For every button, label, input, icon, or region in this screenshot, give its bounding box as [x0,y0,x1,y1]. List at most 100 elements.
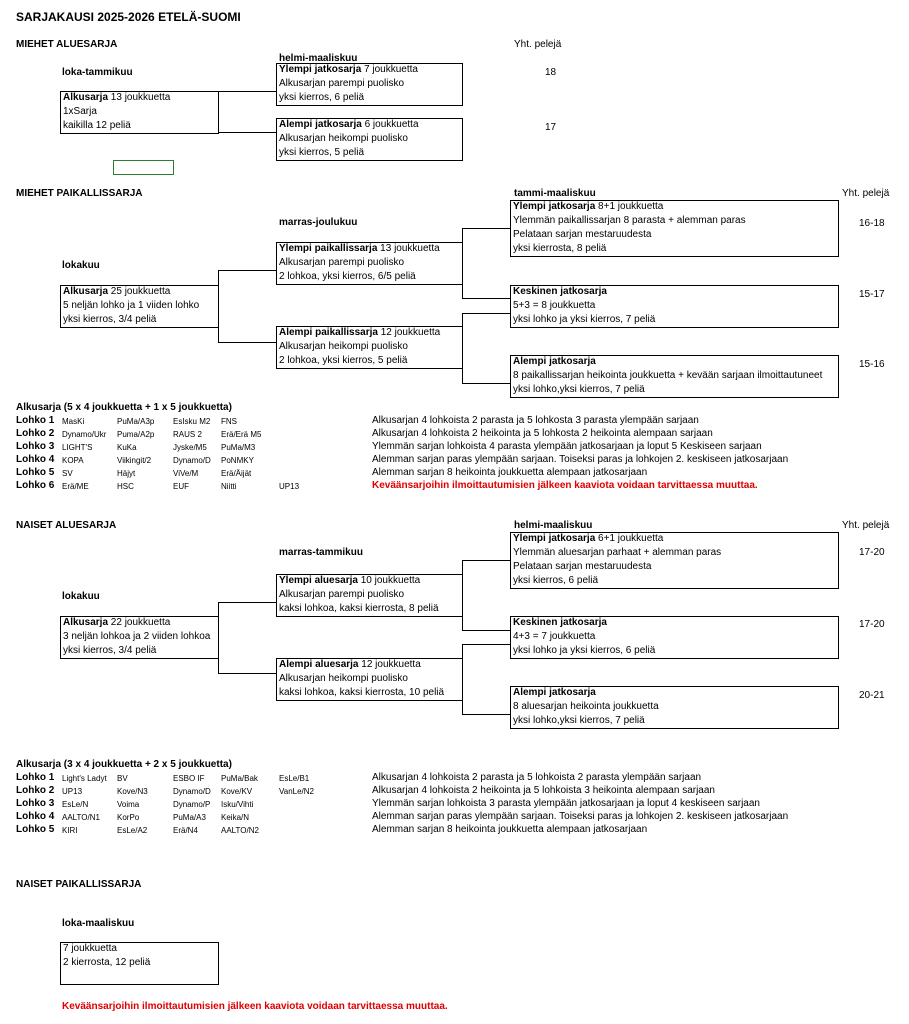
connector-line [462,644,463,715]
ylempi-jatkosarja-box: Ylempi jatkosarja 8+1 joukkuetta Ylemmän… [510,200,839,257]
total-games: 17-20 [859,547,885,558]
team-cell: Keika/N [221,813,250,822]
team-cell: ViVe/M [173,469,199,478]
team-cell: EsLe/N [62,800,89,809]
period-label: marras-tammikuu [279,547,363,558]
team-cell: RAUS 2 [173,430,202,439]
period-label: loka-maaliskuu [62,918,135,929]
connector-line [463,714,510,715]
team-cell: KuKa [117,443,137,452]
team-cell: Häjyt [117,469,136,478]
alkusarja-box: Alkusarja 13 joukkuetta 1xSarja kaikilla… [60,91,219,134]
table-row-note: Alkusarjan 4 lohkoista 2 heikointa ja 5 … [372,428,713,439]
period-label: loka-tammikuu [62,67,133,78]
team-cell: BV [117,774,128,783]
connector-line [463,644,510,645]
alempi-jatkosarja-box: Alempi jatkosarja 6 joukkuetta Alkusarja… [276,118,463,161]
period-label: lokakuu [62,260,100,271]
table-row-note: Ylemmän sarjan lohkoista 3 parasta ylemp… [372,798,760,809]
connector-line [219,342,276,343]
connector-line [463,313,510,314]
ylempi-paikallissarja-box: Ylempi paikallissarja 13 joukkuetta Alku… [276,242,463,285]
alempi-aluesarja-box: Alempi aluesarja 12 joukkuetta Alkusarja… [276,658,463,701]
team-cell: PuMa/A3 [173,813,206,822]
table-row-label: Lohko 4 [16,811,55,822]
connector-line [219,270,276,271]
team-cell: Dynamo/Ukr [62,430,107,439]
section-heading-miehet-aluesarja: MIEHET ALUESARJA [16,39,118,50]
total-games: 17 [545,122,557,133]
section-heading-naiset-paikallissarja: NAISET PAIKALLISSARJA [16,879,142,890]
ylempi-jatkosarja-box: Ylempi jatkosarja 6+1 joukkuetta Ylemmän… [510,532,839,589]
connector-line [218,91,219,133]
team-cell: SV [62,469,73,478]
selected-cell[interactable] [113,160,174,175]
team-cell: Jyske/M5 [173,443,207,452]
period-label: helmi-maaliskuu [279,53,358,64]
table-row-note: Alemman sarjan 8 heikointa joukkuetta al… [372,467,648,478]
team-cell: Dynamo/P [173,800,211,809]
team-cell: Kove/KV [221,787,253,796]
period-label: lokakuu [62,591,100,602]
table-row-label: Lohko 5 [16,824,55,835]
team-cell: LIGHT'S [62,443,93,452]
connector-line [462,560,463,631]
period-label: marras-joulukuu [279,217,358,228]
team-cell: PoNMKY [221,456,254,465]
keskinen-jatkosarja-box: Keskinen jatkosarja 4+3 = 7 joukkuetta y… [510,616,839,659]
connector-line [462,313,463,384]
team-cell: ESBO IF [173,774,205,783]
connector-line [463,298,510,299]
table-row-label: Lohko 1 [16,772,55,783]
connector-line [463,630,510,631]
team-cell: Voima [117,800,140,809]
connector-line [218,602,219,674]
table-row-note: Alemman sarjan paras ylempään sarjaan. T… [372,811,789,822]
total-games: 20-21 [859,690,885,701]
team-cell: Dynamo/D [173,787,211,796]
connector-line [463,560,510,561]
team-cell: AALTO/N2 [221,826,259,835]
team-cell: FNS [221,417,237,426]
total-games: 16-18 [859,218,885,229]
team-cell: Erä/Erä M5 [221,430,262,439]
total-games-header: Yht. pelejä [514,39,562,50]
connector-line [218,270,219,343]
table-title: Alkusarja (3 x 4 joukkuetta + 2 x 5 jouk… [16,759,232,770]
team-cell: Viikingit/2 [117,456,152,465]
table-row-note: Ylemmän sarjan lohkoista 4 parasta ylemp… [372,441,762,452]
team-cell: PuMa/M3 [221,443,256,452]
total-games: 18 [545,67,557,78]
alempi-jatkosarja-box: Alempi jatkosarja 8 paikallissarjan heik… [510,355,839,398]
connector-line [219,602,276,603]
table-row-label: Lohko 1 [16,415,55,426]
keskinen-jatkosarja-box: Keskinen jatkosarja 5+3 = 8 joukkuetta y… [510,285,839,328]
paikallissarja-box: 7 joukkuetta 2 kierrosta, 12 peliä [60,942,219,985]
connector-line [463,383,510,384]
team-cell: HSC [117,482,134,491]
total-games-header: Yht. pelejä [842,520,890,531]
team-cell: VanLe/N2 [279,787,314,796]
table-row-label: Lohko 6 [16,480,55,491]
table-row-label: Lohko 2 [16,428,55,439]
team-cell: Puma/A2p [117,430,155,439]
alempi-jatkosarja-box: Alempi jatkosarja 8 aluesarjan heikointa… [510,686,839,729]
team-cell: MasKi [62,417,85,426]
team-cell: KorPo [117,813,140,822]
table-row-note: Alkusarjan 4 lohkoista 2 parasta ja 5 lo… [372,772,702,783]
team-cell: KOPA [62,456,84,465]
team-cell: Isku/Vihti [221,800,254,809]
alempi-paikallissarja-box: Alempi paikallissarja 12 joukkuetta Alku… [276,326,463,369]
table-row-note: Keväänsarjoihin ilmoittautumisien jälkee… [372,480,758,491]
team-cell: UP13 [279,482,300,491]
connector-line [463,228,510,229]
connector-line [219,673,276,674]
connector-line [462,228,463,299]
table-row-label: Lohko 4 [16,454,55,465]
alkusarja-box: Alkusarja 25 joukkuetta 5 neljän lohko j… [60,285,219,328]
section-heading-miehet-paikallissarja: MIEHET PAIKALLISSARJA [16,188,143,199]
table-row-label: Lohko 2 [16,785,55,796]
team-cell: KIRI [62,826,78,835]
team-cell: EUF [173,482,189,491]
table-row-note: Alemman sarjan paras ylempään sarjaan. T… [372,454,789,465]
